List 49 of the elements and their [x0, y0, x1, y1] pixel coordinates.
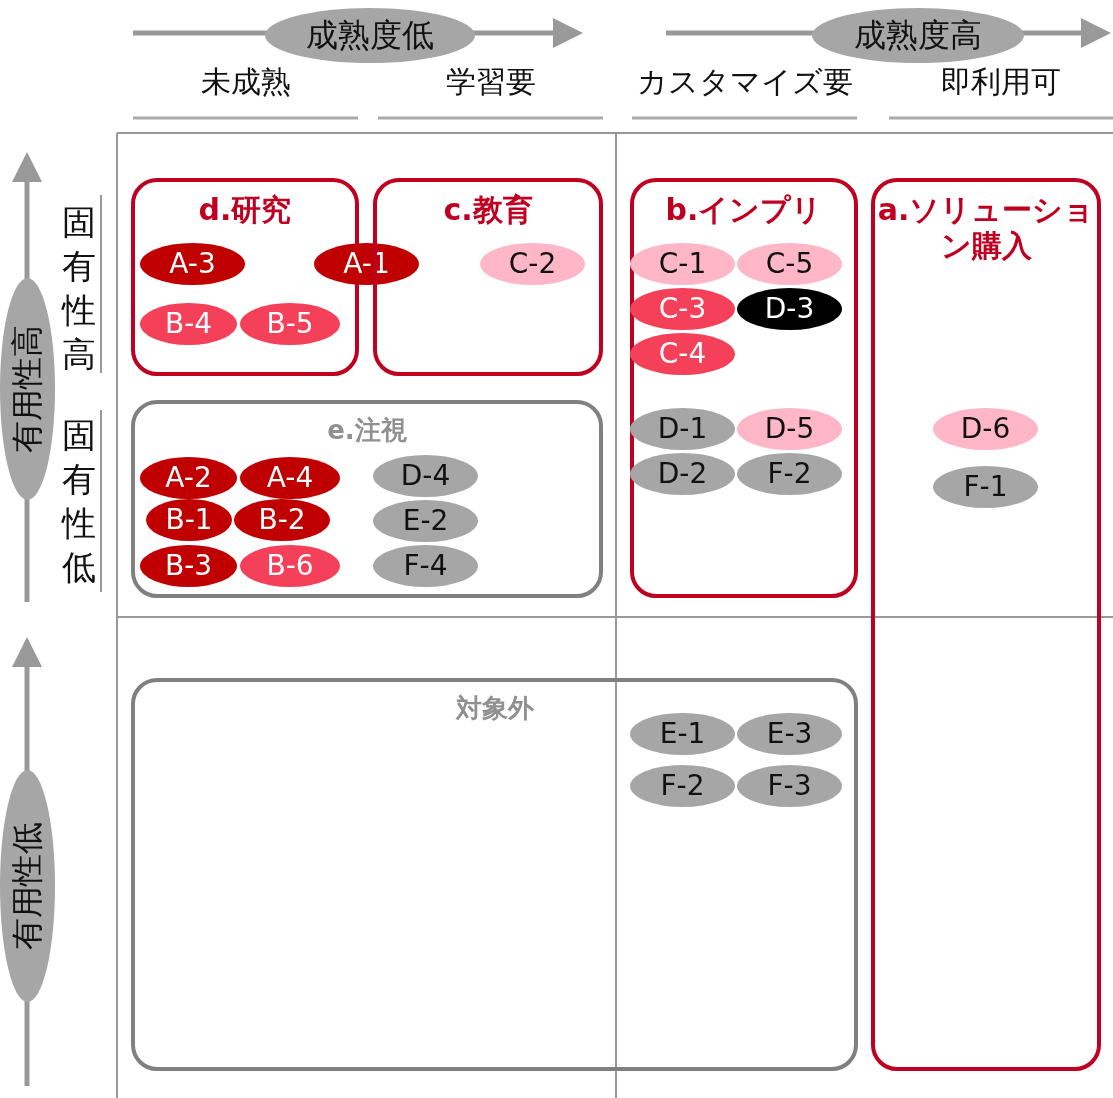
item-tag: D-1	[630, 408, 735, 450]
group-title: d.研究	[197, 192, 293, 228]
item-tag: F-2	[737, 453, 842, 495]
item-tag: B-6	[240, 545, 340, 587]
item-tag: B-4	[140, 303, 237, 345]
group-title: 対象外	[454, 692, 535, 725]
item-tag: C-2	[480, 243, 585, 285]
row-heading: 固有性低	[61, 414, 97, 589]
item-tag: D-5	[737, 408, 842, 450]
group-frame	[131, 400, 603, 598]
axis-label: 有用性高	[6, 325, 47, 453]
item-tag: D-3	[737, 288, 842, 330]
item-tag: E-1	[630, 713, 735, 755]
item-tag: F-1	[933, 466, 1038, 508]
column-heading: 未成熟	[199, 63, 292, 101]
item-tag: A-4	[240, 457, 340, 499]
item-tag: D-6	[933, 408, 1038, 450]
item-tag: E-2	[373, 500, 478, 542]
item-tag: A-3	[140, 243, 245, 285]
column-heading: 即利用可	[940, 63, 1062, 101]
axis-label: 成熟度低	[306, 14, 434, 56]
item-tag: A-1	[314, 243, 419, 285]
item-tag: D-4	[373, 455, 478, 497]
axis-label: 成熟度高	[854, 14, 982, 56]
item-tag: F-2	[630, 765, 735, 807]
axis-label: 有用性低	[6, 822, 47, 950]
item-tag: C-5	[737, 243, 842, 285]
item-tag: A-2	[140, 457, 237, 499]
item-tag: D-2	[630, 453, 735, 495]
group-title: c.教育	[442, 192, 534, 228]
item-tag: B-1	[146, 499, 232, 541]
item-tag: F-3	[737, 765, 842, 807]
group-title: e.注視	[326, 414, 408, 447]
group-frame	[630, 178, 858, 598]
row-heading: 固有性高	[61, 201, 97, 376]
item-tag: C-4	[630, 333, 735, 375]
group-frame	[871, 178, 1101, 1071]
item-tag: B-5	[240, 303, 340, 345]
column-heading: カスタマイズ要	[635, 63, 854, 101]
column-heading: 学習要	[444, 63, 537, 101]
item-tag: B-3	[140, 545, 237, 587]
item-tag: E-3	[737, 713, 842, 755]
item-tag: C-1	[630, 243, 735, 285]
item-tag: B-2	[234, 499, 330, 541]
item-tag: F-4	[373, 545, 478, 587]
item-tag: C-3	[630, 288, 735, 330]
group-title: a.ソリューション購入	[876, 192, 1096, 264]
group-frame	[131, 678, 858, 1071]
group-title: b.インプリ	[664, 192, 824, 228]
